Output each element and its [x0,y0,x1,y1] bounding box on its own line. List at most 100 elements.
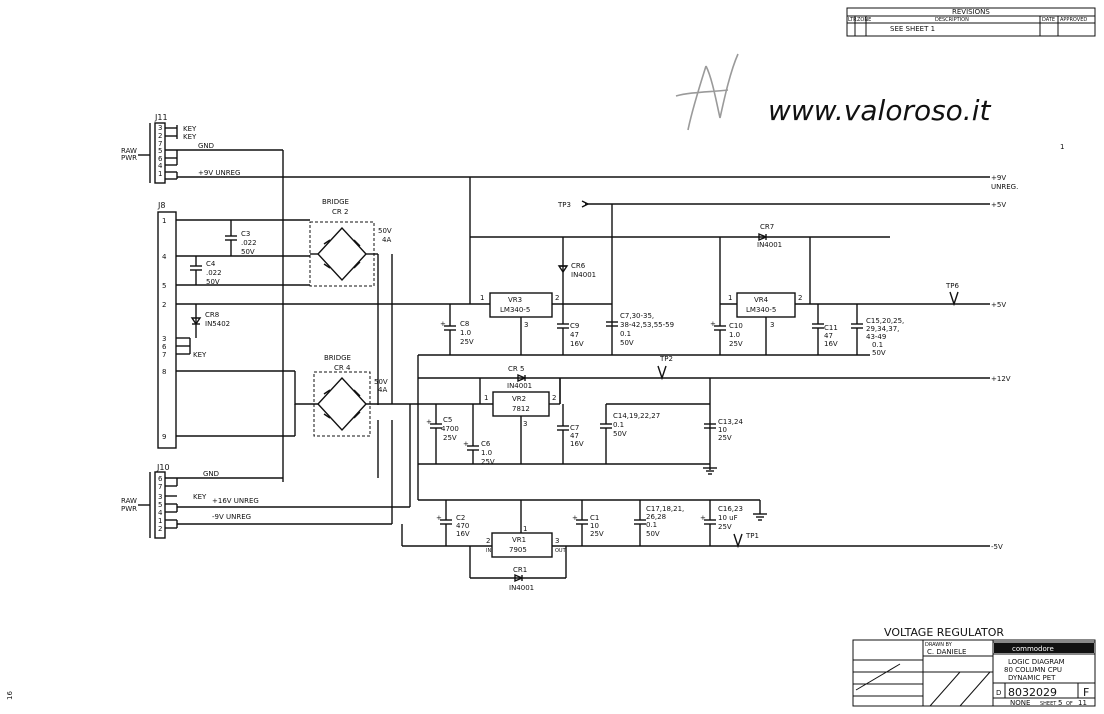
c1-voltage: 25V [590,530,604,538]
c6-voltage: 25V [481,458,495,466]
c1623-refs: C16,23 [718,505,743,513]
j10-raw-label: RAW [121,497,137,505]
testpoint-tp2: TP2 [657,355,673,381]
vr4-pin-gnd: 3 [770,321,774,329]
c4-voltage: 50V [206,278,220,286]
j10-p16-label: +16V UNREG [212,497,259,505]
testpoint-tp3: TP3 [557,200,590,209]
capacitor-c2: + C2 470 16V [436,500,470,546]
vr2-pin-in: 1 [484,394,488,402]
j8-pin-4: 3 [162,335,166,343]
vr1-pin-in: 2 [486,537,490,545]
c6-value: 1.0 [481,449,492,457]
vr2-ref: VR2 [512,395,526,403]
revisions-col-zone: ZONE [857,17,871,23]
j8-pin-8: 9 [162,433,166,441]
cbank5-value: 0.1 [620,330,631,338]
vr4-pin-in: 1 [728,294,732,302]
rail-p12: +12V [991,375,1011,383]
c8-value: 1.0 [460,329,471,337]
c3-value: .022 [241,239,257,247]
cr2-ref: CR 2 [332,208,348,216]
vr1-part: 7905 [509,546,527,554]
j11-unreg-label: +9V UNREG [198,169,240,177]
j11-pin-3: 5 [158,147,162,155]
cbank5b-refs-3: 43-49 [866,333,886,341]
capacitor-c4: C4 .022 50V [190,256,222,286]
vr3-ref: VR3 [508,296,522,304]
c2-value: 470 [456,522,469,530]
cbank5b-voltage: 50V [872,349,886,357]
cr8-ref: CR8 [205,311,219,319]
c1623-value: 10 uF [718,514,738,522]
j10-pin-4: 4 [158,509,163,517]
j8-key-label: KEY [193,351,207,359]
cbank12-refs: C14,19,22,27 [613,412,660,420]
tp6-label: TP6 [945,282,959,290]
j10-pwr-label: PWR [121,505,137,513]
cbankm5-refs-2: 26,28 [646,513,666,521]
vr4-part: LM340-5 [746,306,776,314]
c11-voltage: 16V [824,340,838,348]
j10-m9-label: -9V UNREG [212,513,251,521]
capacitor-c1: + C1 10 25V [572,500,604,546]
cbankm5-refs-1: C17,18,21, [646,505,684,513]
c9-ref: C9 [570,322,579,330]
c11-value: 47 [824,332,833,340]
cbank5-voltage: 50V [620,339,634,347]
revisions-col-approved: APPROVED [1060,17,1087,23]
bridge-rectifier-cr2: BRIDGE CR 2 50V 4A [309,198,392,287]
c3-voltage: 50V [241,248,255,256]
c5-voltage: 25V [443,434,457,442]
capacitor-c11: C11 47 16V [812,304,838,355]
cbank12-value: 0.1 [613,421,624,429]
j8-pin-6: 7 [162,351,166,359]
cbank5b-refs-2: 29,34,37, [866,325,899,333]
j8-pin-0: 1 [162,217,166,225]
cbank5b-value: 0.1 [872,341,883,349]
j11-pin-5: 4 [158,162,163,170]
j8-pin-3: 2 [162,301,166,309]
tp2-label: TP2 [659,355,673,363]
drawing-title: VOLTAGE REGULATOR [884,626,1004,639]
cbankm5-value: 0.1 [646,521,657,529]
margin-number: 16 [6,691,14,700]
revisions-note: SEE SHEET 1 [890,25,935,33]
c1-ref: C1 [590,514,599,522]
cr2-rating-voltage: 50V [378,227,392,235]
drawn-by: C. DANIELE [927,648,966,656]
vr1-ref: VR1 [512,536,526,544]
j11-name: J11 [154,113,168,122]
cr4-rating-current: 4A [378,386,387,394]
cr5-part: IN4001 [507,382,532,390]
dwg-scale: NONE [1010,699,1030,707]
dwg-title-1: LOGIC DIAGRAM [1008,658,1065,666]
c7-voltage: 16V [570,440,584,448]
cr6-ref: CR6 [571,262,586,270]
regulator-vr3: VR3 LM340-5 1 2 3 [470,292,612,355]
dwg-number: 8032029 [1008,686,1057,699]
c2-ref: C2 [456,514,465,522]
vr3-pin-gnd: 3 [524,321,528,329]
regulator-vr1: VR1 7905 2 3 1 IN OUT [486,500,567,558]
revisions-block: REVISIONS LTR ZONE DESCRIPTION DATE APPR… [846,7,1096,37]
diode-cr7: CR7 IN4001 [757,223,782,249]
capacitor-bank-neg5v: C17,18,21, 26,28 0.1 50V [634,500,684,546]
vr4-ref: VR4 [754,296,769,304]
j11-gnd-label: GND [198,142,214,150]
c6-ref: C6 [481,440,491,448]
cr8-part: IN5402 [205,320,230,328]
c3-ref: C3 [241,230,250,238]
vr1-in-label: IN [486,548,491,554]
capacitor-c8: + C8 1.0 25V [440,304,474,355]
sheet-of-label: OF [1066,701,1073,707]
cr7-ref: CR7 [760,223,774,231]
testpoint-tp1: TP1 [733,532,759,549]
capacitor-c9: C9 47 16V [557,304,584,355]
c9-voltage: 16V [570,340,584,348]
capacitor-c5: + C5 4700 25V [426,404,459,464]
watermark: www.valoroso.it [675,53,991,131]
testpoint-tp6: TP6 [945,282,959,307]
